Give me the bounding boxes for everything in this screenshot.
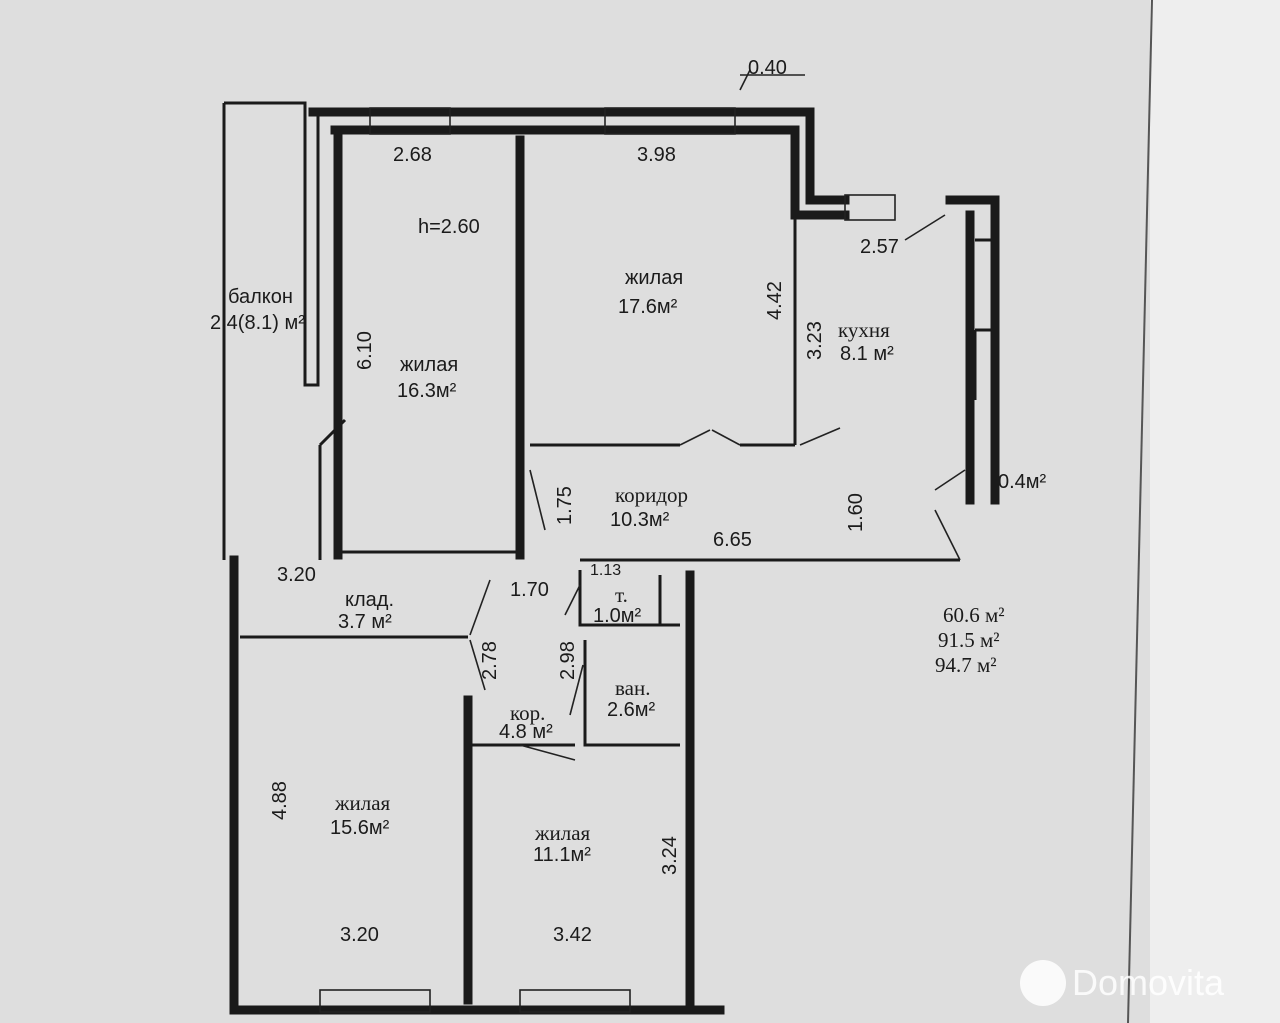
dimension-label: 6.10 [354,331,376,370]
dimension-label: 2.68 [393,144,432,166]
ceiling-height-label: h=2.60 [418,216,480,238]
dimension-label: 3.98 [637,144,676,166]
dimension-label: 4.88 [269,781,291,820]
dimension-label: 3.23 [804,321,826,360]
dimension-label: 1.13 [590,562,622,579]
domovita-watermark: Domovita [1020,960,1224,1006]
kitchen-niche-area: 0.4м² [998,471,1047,493]
wall-thickness-label: 0.40 [748,57,787,79]
dimension-label: 2.78 [479,641,501,680]
domovita-logo-icon [1020,960,1066,1006]
dimension-label: 3.42 [553,924,592,946]
dimension-label: 2.57 [860,236,899,258]
dimension-label: 4.42 [764,281,786,320]
dimension-label: 3.20 [277,564,316,586]
dimension-label: 3.24 [659,836,681,875]
dimension-label: 1.60 [845,493,867,532]
watermark-text: Domovita [1072,962,1225,1003]
dimension-label: 1.70 [510,579,549,601]
dimension-label: 2.98 [557,641,579,680]
dimension-label: 6.65 [713,529,752,551]
dimension-label: 3.20 [340,924,379,946]
dimension-label: 1.75 [554,486,576,525]
